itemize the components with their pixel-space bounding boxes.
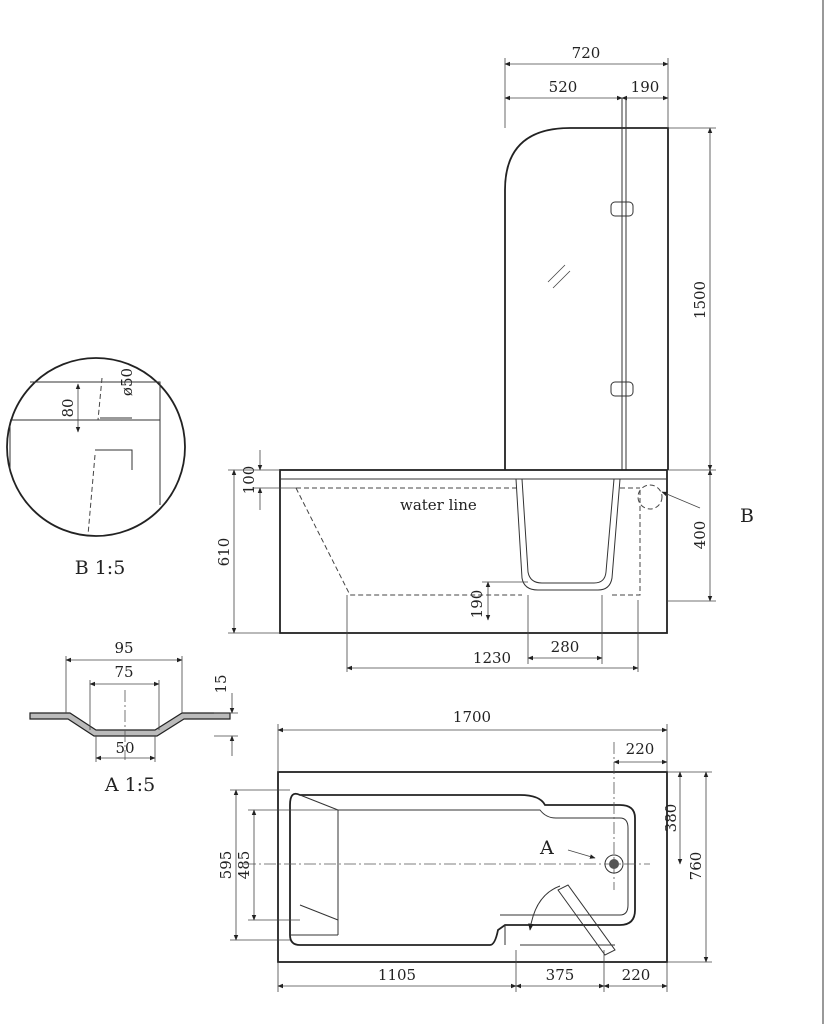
drain-profile bbox=[29, 712, 231, 737]
glass-hatch-icon bbox=[547, 264, 566, 283]
dim-1500: 1500 bbox=[691, 281, 709, 319]
dim-485: 485 bbox=[235, 851, 253, 880]
bath-inner-rim bbox=[289, 792, 636, 946]
detail-b: 80 ø50 B 1:5 bbox=[6, 357, 186, 579]
dim-190: 190 bbox=[631, 78, 660, 96]
dim-380: 380 bbox=[662, 804, 680, 833]
dim-95: 95 bbox=[114, 639, 133, 657]
dim-760: 760 bbox=[687, 852, 705, 881]
glass-outline bbox=[504, 127, 669, 470]
dim-75: 75 bbox=[114, 663, 133, 681]
dim-50: 50 bbox=[115, 739, 134, 757]
callout-b-arrow bbox=[661, 491, 701, 509]
dim-1700: 1700 bbox=[453, 708, 491, 726]
dim-1230: 1230 bbox=[473, 649, 511, 667]
dim-190-seat: 190 bbox=[468, 590, 486, 619]
detail-a-label: A 1:5 bbox=[104, 774, 155, 796]
plan-view-dimensions: 1700 220 760 380 595 485 1105 375 220 bbox=[217, 708, 712, 992]
door-swing-arrow bbox=[528, 885, 561, 931]
water-line-label: water line bbox=[400, 496, 477, 514]
door-cutout-inner bbox=[521, 478, 615, 584]
detail-a: 95 75 50 15 A 1:5 bbox=[29, 639, 238, 796]
hinge-upper-icon bbox=[610, 201, 634, 217]
dim-80: 80 bbox=[59, 398, 77, 417]
callout-a-label: A bbox=[539, 837, 554, 859]
hinge-lower-icon bbox=[610, 381, 634, 397]
dim-phi50: ø50 bbox=[118, 368, 136, 396]
dim-1105: 1105 bbox=[378, 966, 416, 984]
detail-b-label: B 1:5 bbox=[75, 557, 126, 579]
dim-520: 520 bbox=[549, 78, 578, 96]
callout-a-arrow bbox=[567, 849, 596, 859]
bath-side-view: water line B bbox=[279, 469, 754, 634]
callout-b-label: B bbox=[740, 505, 754, 527]
detail-b-frame bbox=[6, 357, 186, 537]
door-cutout bbox=[515, 478, 621, 591]
dim-100: 100 bbox=[240, 466, 258, 495]
bath-side-outline bbox=[279, 469, 668, 634]
right-frame-border bbox=[822, 0, 824, 1024]
dim-400: 400 bbox=[691, 521, 709, 550]
screen-dimensions: 720 520 190 1500 bbox=[504, 44, 716, 471]
door-panel bbox=[557, 884, 616, 956]
dim-720: 720 bbox=[572, 44, 601, 62]
glass-hatch-icon-2 bbox=[552, 270, 571, 289]
shower-screen-panel bbox=[504, 98, 669, 470]
dim-15: 15 bbox=[212, 674, 230, 693]
detail-b-circle bbox=[637, 484, 663, 510]
dim-220-bottom: 220 bbox=[622, 966, 651, 984]
dim-280: 280 bbox=[551, 638, 580, 656]
dim-610: 610 bbox=[215, 538, 233, 567]
inner-shell-dashed bbox=[295, 487, 522, 596]
bath-plan-outline bbox=[277, 771, 668, 963]
dim-220-top: 220 bbox=[626, 740, 655, 758]
dim-595: 595 bbox=[217, 851, 235, 880]
bath-plan-view: A bbox=[244, 742, 668, 963]
dim-375: 375 bbox=[546, 966, 575, 984]
side-view-dimensions: 610 100 400 190 280 1230 bbox=[215, 450, 716, 672]
